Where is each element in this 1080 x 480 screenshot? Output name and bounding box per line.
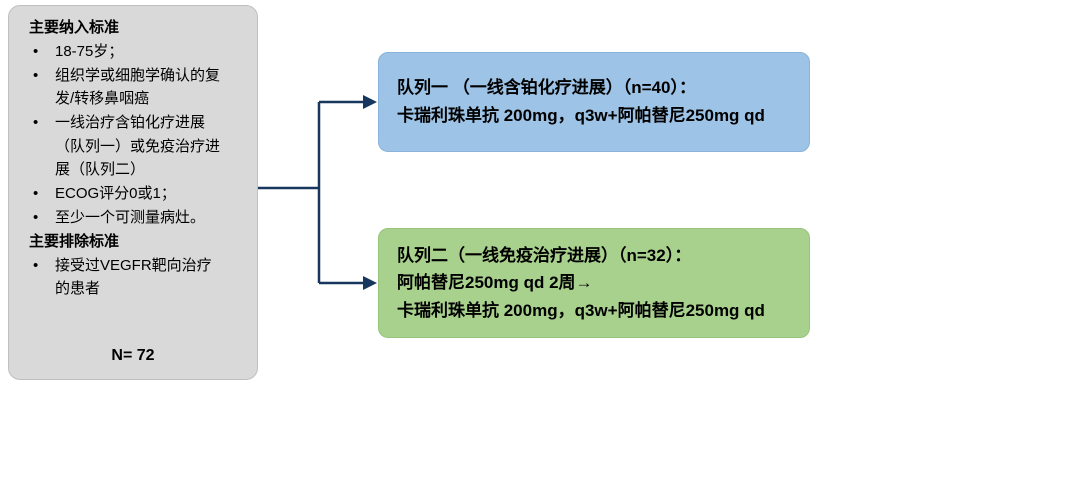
cohort2-box: 队列二（一线免疫治疗进展）（n=32）： 阿帕替尼250mg qd 2周→ 卡瑞…	[378, 228, 810, 338]
sample-size-total: N= 72	[111, 347, 155, 364]
criteria-item-text: 一线治疗含铂化疗进展（队列一）或免疫治疗进展（队列二）	[55, 114, 221, 179]
criteria-item: • ECOG评分0或1；	[33, 182, 221, 206]
cohort2-regimen: 卡瑞利珠单抗 200mg，q3w+阿帕替尼250mg qd	[397, 300, 765, 320]
bullet-icon: •	[33, 114, 39, 132]
inclusion-criteria-list: • 18-75岁； • 组织学或细胞学确认的复发/转移鼻咽癌 • 一线治疗含铂化…	[29, 40, 245, 230]
criteria-item: • 组织学或细胞学确认的复发/转移鼻咽癌	[33, 64, 221, 111]
exclusion-criteria-title: 主要排除标准	[29, 232, 120, 250]
criteria-item-text: 至少一个可测量病灶。	[55, 208, 206, 226]
bullet-icon: •	[33, 208, 39, 226]
criteria-item-text: 组织学或细胞学确认的复发/转移鼻咽癌	[55, 66, 221, 108]
criteria-item-text: ECOG评分0或1；	[55, 185, 176, 203]
criteria-item: • 至少一个可测量病灶。	[33, 206, 221, 230]
criteria-item: • 接受过VEGFR靶向治疗的患者	[33, 254, 221, 301]
criteria-item-text: 接受过VEGFR靶向治疗的患者	[55, 256, 212, 298]
criteria-item: • 一线治疗含铂化疗进展（队列一）或免疫治疗进展（队列二）	[33, 111, 221, 182]
cohort1-title: 队列一 （一线含铂化疗进展）（n=40）：	[397, 78, 696, 98]
criteria-item: • 18-75岁；	[33, 40, 221, 64]
bullet-icon: •	[33, 66, 39, 84]
criteria-panel: 主要纳入标准 • 18-75岁； • 组织学或细胞学确认的复发/转移鼻咽癌 • …	[8, 5, 258, 380]
inclusion-criteria-title: 主要纳入标准	[29, 19, 120, 36]
bullet-icon: •	[33, 43, 39, 60]
exclusion-criteria-list: • 接受过VEGFR靶向治疗的患者	[29, 254, 245, 301]
bullet-icon: •	[33, 256, 39, 274]
criteria-item-text: 18-75岁；	[55, 43, 124, 60]
bullet-icon: •	[33, 185, 39, 203]
arrowhead-cohort2-icon	[363, 276, 377, 290]
arrowhead-cohort1-icon	[363, 95, 377, 109]
cohort2-title: 队列二（一线免疫治疗进展）（n=32）：	[397, 245, 692, 265]
cohort1-regimen: 卡瑞利珠单抗 200mg，q3w+阿帕替尼250mg qd	[397, 106, 765, 125]
cohort2-lead-in: 阿帕替尼250mg qd 2周→	[397, 273, 593, 293]
cohort1-box: 队列一 （一线含铂化疗进展）（n=40）： 卡瑞利珠单抗 200mg，q3w+阿…	[378, 52, 810, 152]
